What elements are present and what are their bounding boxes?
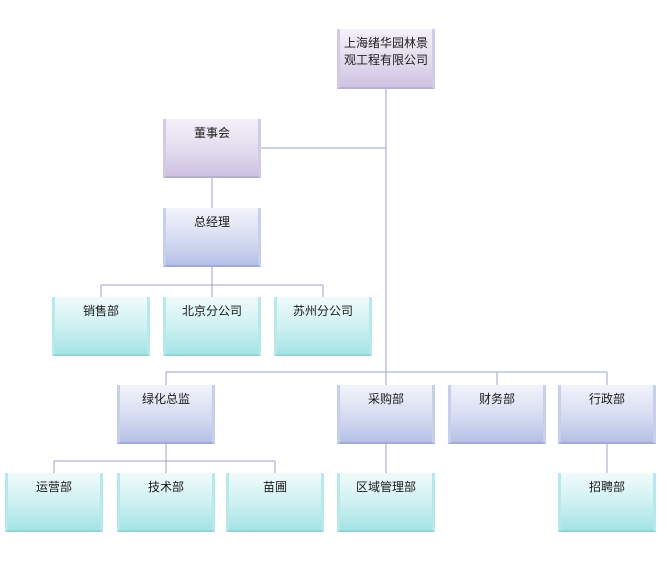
node-finance-label: 财务部 xyxy=(478,392,515,406)
node-technical-label: 技术部 xyxy=(147,480,184,494)
node-general-manager: 总经理 xyxy=(163,208,261,267)
node-green-director-label: 绿化总监 xyxy=(141,392,190,406)
node-admin: 行政部 xyxy=(558,385,656,444)
node-regional-management-label: 区域管理部 xyxy=(355,480,416,494)
node-board-label: 董事会 xyxy=(193,126,230,140)
node-recruitment-label: 招聘部 xyxy=(588,480,625,494)
node-beijing-branch-label: 北京分公司 xyxy=(181,304,242,318)
node-sales-label: 销售部 xyxy=(82,304,119,318)
node-purchasing-label: 采购部 xyxy=(367,392,404,406)
node-board: 董事会 xyxy=(163,119,261,178)
node-general-manager-label: 总经理 xyxy=(193,215,230,229)
node-sales: 销售部 xyxy=(52,297,150,356)
node-finance: 财务部 xyxy=(448,385,546,444)
node-operations: 运营部 xyxy=(5,473,103,532)
node-company: 上海绪华园林景观工程有限公司 xyxy=(337,29,435,89)
node-operations-label: 运营部 xyxy=(35,480,72,494)
node-purchasing: 采购部 xyxy=(337,385,435,444)
node-admin-label: 行政部 xyxy=(588,392,625,406)
node-recruitment: 招聘部 xyxy=(558,473,656,532)
node-nursery: 苗圃 xyxy=(226,473,324,532)
node-nursery-label: 苗圃 xyxy=(262,480,287,494)
node-suzhou-branch-label: 苏州分公司 xyxy=(292,304,353,318)
node-technical: 技术部 xyxy=(117,473,215,532)
node-suzhou-branch: 苏州分公司 xyxy=(274,297,372,356)
node-green-director: 绿化总监 xyxy=(117,385,215,444)
node-regional-management: 区域管理部 xyxy=(337,473,435,532)
node-beijing-branch: 北京分公司 xyxy=(163,297,261,356)
node-company-label: 上海绪华园林景观工程有限公司 xyxy=(343,36,428,67)
